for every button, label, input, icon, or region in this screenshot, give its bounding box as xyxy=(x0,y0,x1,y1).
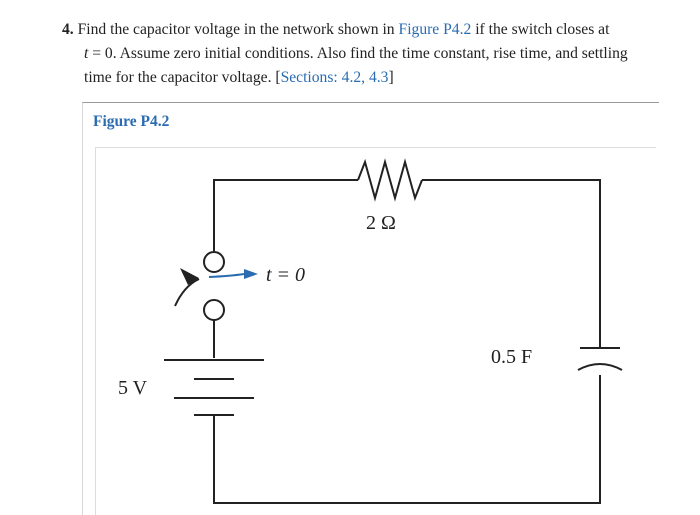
problem-text-3b: ] xyxy=(388,69,394,86)
resistor-zigzag xyxy=(357,158,423,202)
switch-arrowhead xyxy=(244,269,258,279)
circuit-diagram: 2 Ω t = 0 0.5 F 5 V xyxy=(118,158,623,504)
switch-blade xyxy=(174,278,200,307)
source-label: 5 V xyxy=(118,377,148,399)
switch-label: t = 0 xyxy=(266,264,305,286)
switch-arrow-shaft xyxy=(208,273,245,278)
capacitor-label: 0.5 F xyxy=(491,346,532,368)
figure-label: Figure P4.2 xyxy=(93,113,170,130)
figure-box: 2 Ω t = 0 0.5 F 5 V xyxy=(95,147,656,515)
wire-top-right xyxy=(422,179,601,348)
sections-link[interactable]: Sections: 4.2, 4.3 xyxy=(280,69,389,86)
problem-number: 4. xyxy=(62,21,74,38)
wire-bottom xyxy=(213,375,601,504)
switch-blade-arrowhead xyxy=(180,268,199,285)
switch-bottom-terminal xyxy=(203,299,225,321)
problem-text-2: = 0. Assume zero initial conditions. Als… xyxy=(88,45,628,62)
switch-top-terminal xyxy=(203,251,225,273)
time-variable: t xyxy=(84,45,89,62)
figure-panel: Figure P4.2 2 Ω t xyxy=(82,102,659,515)
wire-top-left xyxy=(213,179,358,251)
problem-text-3a: time for the capacitor voltage. [ xyxy=(84,69,281,86)
capacitor-plate-curved xyxy=(577,363,623,371)
figure-link[interactable]: Figure P4.2 xyxy=(398,21,472,38)
resistor-label: 2 Ω xyxy=(366,212,396,234)
problem-line-1: 4. Find the capacitor voltage in the net… xyxy=(62,18,672,42)
problem-line-3: time for the capacitor voltage. [Section… xyxy=(62,66,672,90)
problem-statement: 4. Find the capacitor voltage in the net… xyxy=(62,18,672,90)
problem-line-2: t = 0. Assume zero initial conditions. A… xyxy=(62,42,672,66)
problem-text-1b: if the switch closes at xyxy=(471,21,610,38)
problem-text-1a: Find the capacitor voltage in the networ… xyxy=(77,21,399,38)
